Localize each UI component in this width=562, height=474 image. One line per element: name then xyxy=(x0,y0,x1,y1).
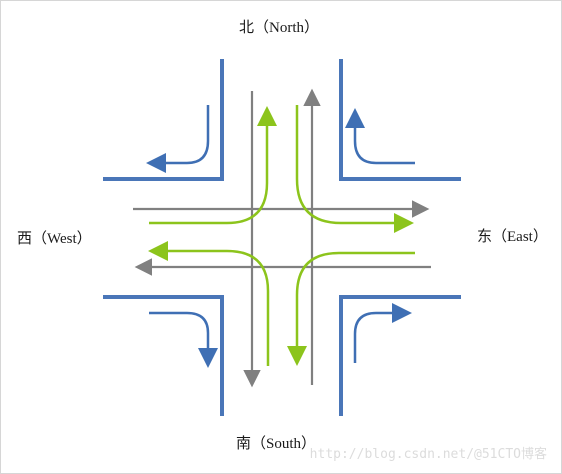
curb-southeast xyxy=(339,295,461,416)
left-turn-west-to-north xyxy=(149,106,277,225)
north-label: 北（North） xyxy=(239,20,319,36)
south-label: 南（South） xyxy=(236,436,317,452)
right-turn-southeast xyxy=(353,303,412,363)
watermark: http://blog.csdn.net/@51CTO博客 xyxy=(309,447,547,462)
right-turn-northeast xyxy=(345,108,415,165)
east-label: 东（East） xyxy=(477,229,548,245)
west-label: 西（West） xyxy=(17,231,92,247)
curb-southwest xyxy=(103,295,224,416)
curb-northwest xyxy=(103,59,224,181)
curb-northeast xyxy=(339,59,461,181)
left-turn-north-to-east xyxy=(295,105,414,233)
left-turn-east-to-south xyxy=(287,251,415,366)
left-turn-south-to-west xyxy=(148,241,270,366)
right-turn-northwest xyxy=(146,105,210,173)
right-turn-southwest xyxy=(149,311,218,368)
